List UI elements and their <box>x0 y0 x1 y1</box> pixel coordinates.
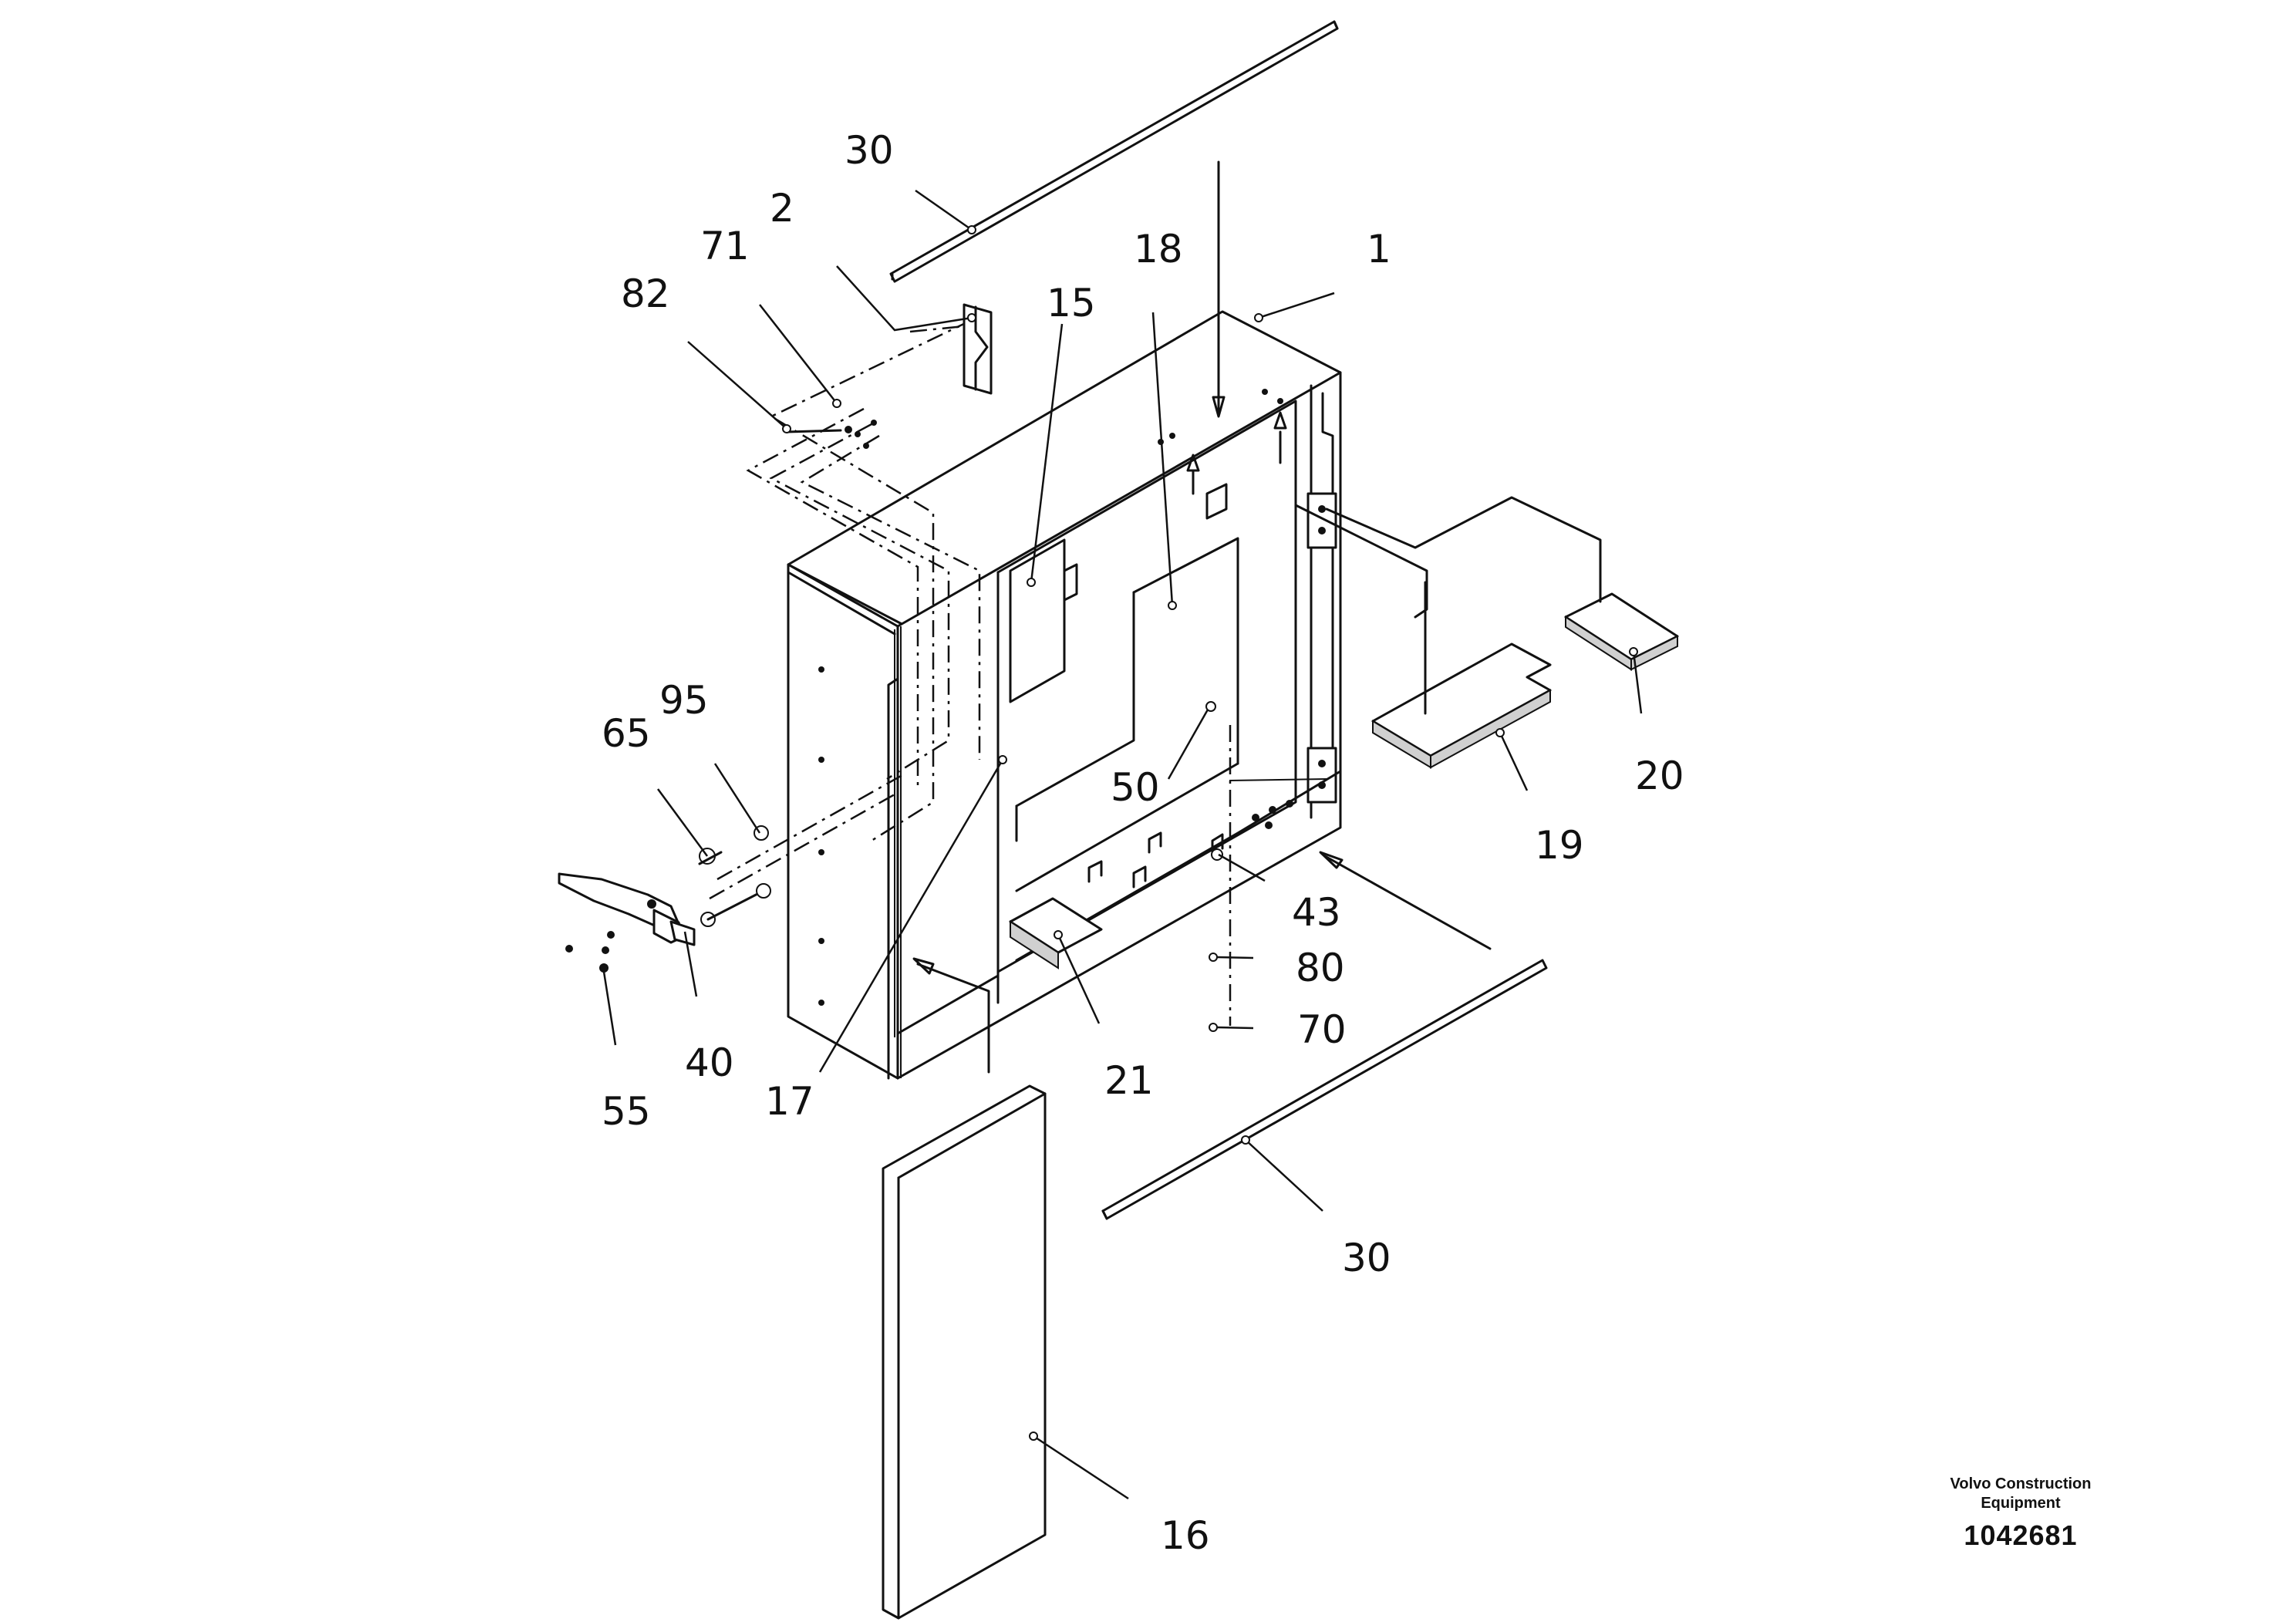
label-part-80: 80 <box>1296 946 1345 990</box>
assembly-lines <box>709 319 1232 1026</box>
label-part-18: 18 <box>1134 227 1183 271</box>
drawing-title-block: Volvo Construction Equipment 1042681 <box>1928 1475 2113 1552</box>
block-part-19 <box>1371 642 1552 769</box>
label-part-21: 21 <box>1104 1058 1154 1103</box>
label-part-19: 19 <box>1535 823 1584 868</box>
label-part-82: 82 <box>621 271 670 316</box>
door-panel <box>882 1084 1047 1620</box>
block-part-20 <box>1564 592 1679 671</box>
label-part-1: 1 <box>1367 227 1391 271</box>
bracket-part-2 <box>785 303 993 449</box>
label-part-16: 16 <box>1161 1513 1210 1558</box>
label-part-70: 70 <box>1297 1007 1347 1052</box>
trim-strip-top <box>889 20 1339 283</box>
leader-lines <box>602 189 1643 1500</box>
fasteners-lower <box>1205 701 1223 1032</box>
label-part-2: 2 <box>770 186 794 231</box>
direction-arrows <box>912 160 1492 1074</box>
label-part-15: 15 <box>1047 281 1096 325</box>
label-part-55: 55 <box>602 1089 651 1134</box>
label-part-30-bottom: 30 <box>1342 1236 1391 1280</box>
label-part-71: 71 <box>700 224 750 268</box>
label-part-20: 20 <box>1635 754 1684 798</box>
brand-line-1: Volvo Construction <box>1950 1475 2092 1492</box>
cabinet-body <box>787 310 1342 1080</box>
label-part-17: 17 <box>765 1079 814 1124</box>
label-part-50: 50 <box>1111 765 1160 810</box>
part-labels: 30 2 71 82 18 1 15 95 65 50 20 19 43 80 … <box>602 128 1684 1558</box>
drawing-number: 1042681 <box>1964 1519 2078 1551</box>
label-part-65: 65 <box>602 711 651 756</box>
trim-strip-bottom <box>1101 959 1548 1220</box>
latch-assembly <box>558 825 771 973</box>
label-part-43: 43 <box>1292 890 1341 935</box>
label-part-40: 40 <box>685 1040 734 1085</box>
label-part-30-top: 30 <box>845 128 894 173</box>
brand-line-2: Equipment <box>1981 1495 2061 1512</box>
leader-dots <box>782 225 1638 1441</box>
block-connectors <box>1294 496 1602 715</box>
label-part-95: 95 <box>659 678 709 723</box>
